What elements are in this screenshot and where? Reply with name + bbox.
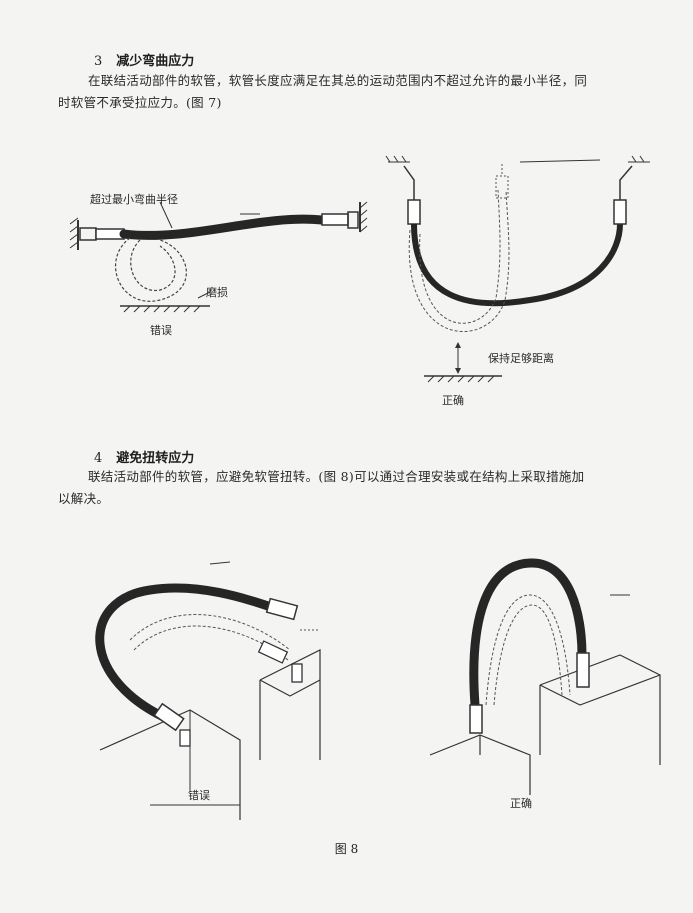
figure-7-distance-label: 保持足够距离: [488, 352, 554, 365]
section-3-line-2: 时软管不承受拉应力。(图 7): [58, 95, 222, 110]
figure-7-wear-label: 磨损: [206, 286, 228, 299]
figure-7-correct-diagram: [385, 155, 650, 383]
figure-8-correct-diagram: [429, 558, 661, 795]
figure-8-wrong-caption: 错误: [188, 789, 210, 802]
figure-8-wrong-diagram: [95, 561, 321, 820]
section-3-paragraph: 在联结活动部件的软管，软管长度应满足在其总的运动范围内不超过允许的最小半径，同 …: [58, 70, 676, 114]
figure-7-wrong-diagram: [69, 201, 368, 313]
section-4-line-2: 以解决。: [58, 491, 110, 506]
section-4-paragraph: 联结活动部件的软管，应避免软管扭转。(图 8)可以通过合理安装或在结构上采取措施…: [58, 466, 682, 510]
section-3-title: 减少弯曲应力: [116, 54, 195, 69]
section-4-heading: 4 避免扭转应力: [94, 447, 194, 466]
figure-7-correct-caption: 正确: [442, 394, 464, 407]
section-4-line-1: 联结活动部件的软管，应避免软管扭转。(图 8)可以通过合理安装或在结构上采取措施…: [88, 469, 585, 484]
figure-8-correct-caption: 正确: [510, 797, 532, 810]
section-4-number: 4: [94, 451, 103, 466]
figure-7-wrong-caption: 错误: [150, 324, 172, 337]
section-4-title: 避免扭转应力: [116, 451, 195, 466]
figure-7-radius-label: 超过最小弯曲半径: [90, 193, 178, 206]
section-3-number: 3: [94, 54, 103, 69]
section-3-heading: 3 减少弯曲应力: [94, 50, 194, 69]
section-3-line-1: 在联结活动部件的软管，软管长度应满足在其总的运动范围内不超过允许的最小半径，同: [88, 73, 588, 88]
figure-8-label: 图 8: [334, 842, 359, 856]
